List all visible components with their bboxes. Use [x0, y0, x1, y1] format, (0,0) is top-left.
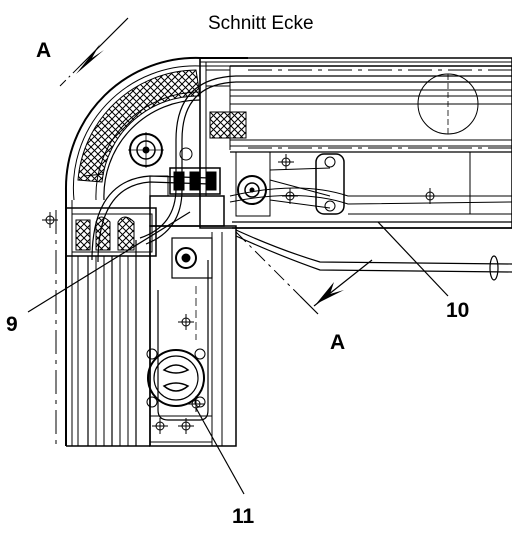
inner-bracket	[146, 225, 237, 447]
leader-lines	[27, 211, 449, 495]
callout-10: 10	[446, 299, 470, 322]
cable-bundle	[91, 75, 512, 281]
crosshair-markers	[42, 154, 438, 434]
section-label-bottom: A	[330, 331, 346, 354]
corner-mechanism	[128, 132, 345, 227]
corner-profile	[64, 56, 248, 201]
section-mark-bottom	[235, 231, 373, 315]
callout-9: 9	[6, 313, 18, 336]
section-mark-top	[59, 17, 129, 87]
top-profile	[199, 57, 512, 229]
callout-11: 11	[232, 505, 255, 528]
left-profile	[55, 200, 157, 447]
drawing-title: Schnitt Ecke	[208, 13, 314, 34]
section-label-top: A	[36, 39, 52, 62]
